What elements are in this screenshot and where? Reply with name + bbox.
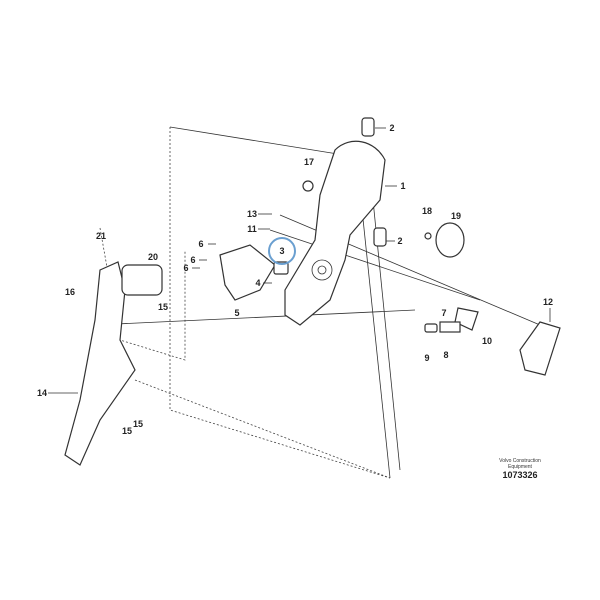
callout-8: 8 bbox=[443, 350, 448, 360]
callout-10: 10 bbox=[482, 336, 492, 346]
knob bbox=[435, 222, 465, 258]
callout-3[interactable]: 3 bbox=[279, 246, 284, 256]
drawing-number: 1073326 bbox=[502, 470, 537, 480]
rubber-stop bbox=[121, 264, 163, 296]
latch-plate bbox=[454, 307, 479, 331]
spring bbox=[439, 321, 461, 333]
bracket-plate bbox=[219, 244, 276, 301]
leader-lines bbox=[48, 127, 551, 394]
bolt-9 bbox=[424, 323, 438, 333]
callout-19: 19 bbox=[451, 211, 461, 221]
shaft bbox=[359, 189, 391, 479]
callout-2: 2 bbox=[389, 123, 394, 133]
callout-15a: 15 bbox=[158, 302, 168, 312]
callout-12: 12 bbox=[543, 297, 553, 307]
bushing-top bbox=[361, 117, 375, 137]
callout-9: 9 bbox=[424, 353, 429, 363]
callout-1: 1 bbox=[400, 181, 405, 191]
caption-line1: Volvo Construction bbox=[499, 458, 541, 464]
callout-6a: 6 bbox=[198, 239, 203, 249]
callout-14: 14 bbox=[37, 388, 47, 398]
lever-housing bbox=[284, 140, 386, 326]
callout-15c: 15 bbox=[133, 419, 143, 429]
handle bbox=[519, 321, 561, 376]
bushing-bottom bbox=[373, 227, 387, 247]
callout-2b: 2 bbox=[397, 236, 402, 246]
highlight-circle[interactable] bbox=[268, 237, 296, 265]
callout-7: 7 bbox=[441, 308, 446, 318]
callout-16: 16 bbox=[65, 287, 75, 297]
callout-21: 21 bbox=[96, 231, 106, 241]
callout-6b: 6 bbox=[190, 255, 195, 265]
dashed-frame bbox=[169, 127, 391, 479]
washer bbox=[302, 180, 314, 192]
callout-15b: 15 bbox=[122, 426, 132, 436]
callout-11: 11 bbox=[247, 224, 257, 234]
drawing-caption: Volvo Construction Equipment 1073326 bbox=[499, 458, 541, 480]
callout-5: 5 bbox=[234, 308, 239, 318]
callout-17: 17 bbox=[304, 157, 314, 167]
part-3-block bbox=[273, 261, 289, 275]
callout-20: 20 bbox=[148, 252, 158, 262]
callout-18: 18 bbox=[422, 206, 432, 216]
caption-line2: Equipment bbox=[508, 464, 533, 470]
callout-13: 13 bbox=[247, 209, 257, 219]
part-callouts: 2 17 1 13 18 19 11 2 21 6 3 20 6 6 4 16 … bbox=[37, 123, 553, 436]
callout-4: 4 bbox=[255, 278, 260, 288]
callout-6c: 6 bbox=[183, 263, 188, 273]
